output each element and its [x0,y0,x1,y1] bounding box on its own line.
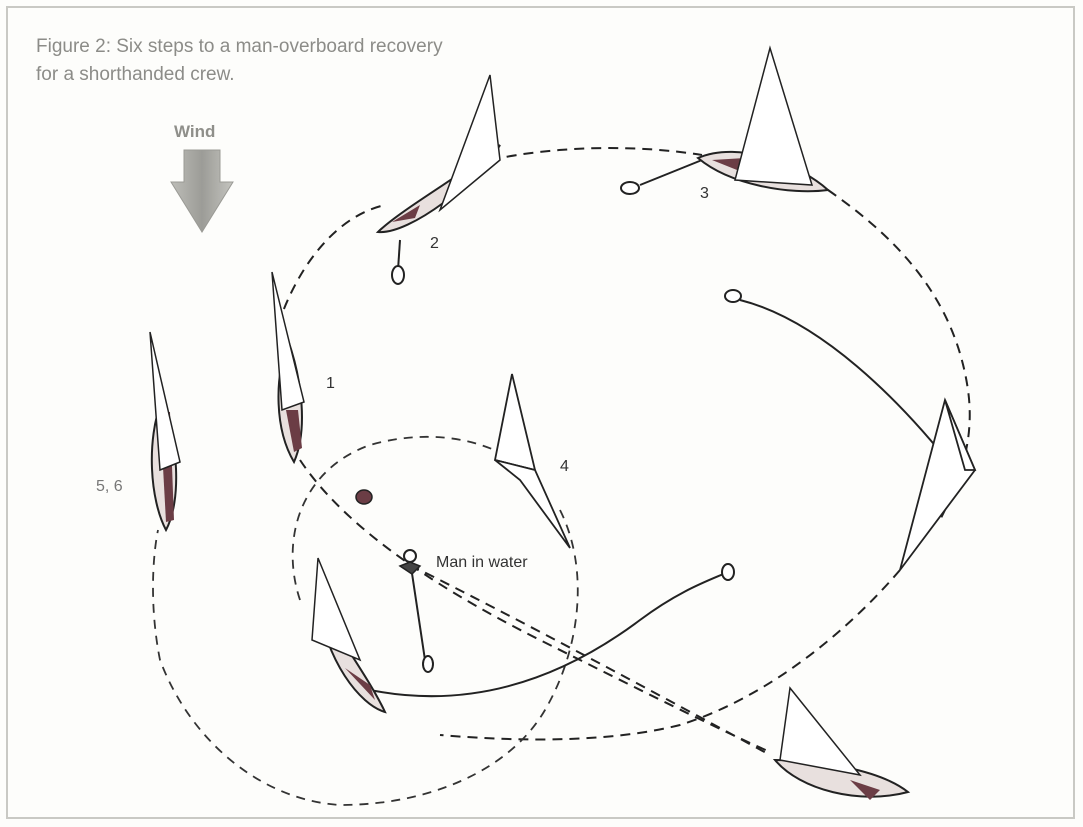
down-arrow-icon [171,150,233,232]
step-label-5-6: 5, 6 [96,478,123,496]
sailboat-icon-step3 [698,48,828,191]
sailboat-icon-step5-6 [150,332,180,530]
man-in-water-label: Man in water [436,554,528,572]
step-label-1: 1 [326,375,335,393]
life-sling-lines [370,160,955,696]
floating-object [356,490,372,504]
life-ring-icon [392,182,741,672]
approach-path [410,565,770,755]
sailboat-icon-approach [312,558,385,712]
sailboat-icon-turning [900,400,975,570]
sailboat-icon-lower-right [775,688,908,800]
step-label-2: 2 [430,235,439,253]
sailboat-icon-step2 [378,75,500,232]
sailboat-icon-step4 [495,374,570,548]
course-path-outer [278,148,970,752]
step-label-4: 4 [560,458,569,476]
step-label-3: 3 [700,185,709,203]
